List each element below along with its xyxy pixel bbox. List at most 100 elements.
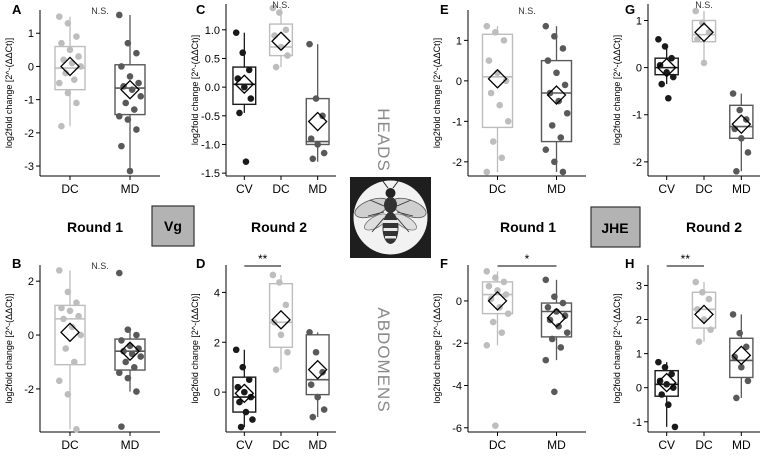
y-tick-label: -2 xyxy=(24,384,34,396)
data-point xyxy=(692,278,700,286)
data-point xyxy=(738,363,745,371)
group-dc: DC xyxy=(481,22,514,196)
abdomens-label: ABDOMENS xyxy=(374,307,393,412)
mean-diamond xyxy=(546,307,567,328)
data-point xyxy=(489,318,497,326)
significance-label: ** xyxy=(681,252,691,266)
data-point xyxy=(492,422,499,429)
group-dc: DC xyxy=(54,267,86,452)
y-axis-label: log2fold change [2^-(ΔΔCt)] xyxy=(4,38,14,148)
data-point xyxy=(68,59,76,67)
data-point xyxy=(483,342,491,349)
data-point xyxy=(236,398,243,406)
data-point xyxy=(269,271,277,279)
panel-letter: B xyxy=(12,256,21,271)
data-point xyxy=(544,303,552,311)
group-dc: DC xyxy=(481,268,514,452)
data-point xyxy=(249,416,256,423)
y-axis-label: log2fold change [2^-(ΔΔCt)] xyxy=(432,38,442,148)
data-point xyxy=(319,368,326,376)
significance-label: N.S. xyxy=(272,0,290,10)
mean-diamond xyxy=(694,304,714,325)
data-point xyxy=(58,122,65,130)
data-point xyxy=(744,377,752,385)
data-point xyxy=(126,167,134,175)
mean-diamond xyxy=(307,359,328,380)
data-point xyxy=(128,86,136,93)
data-point xyxy=(64,390,72,398)
data-point xyxy=(312,95,320,102)
data-point xyxy=(483,168,491,176)
data-point xyxy=(551,388,558,396)
data-point xyxy=(320,149,328,157)
data-point xyxy=(133,49,140,57)
data-point xyxy=(307,135,315,143)
y-tick-label: -0.5 xyxy=(201,111,220,123)
mean-diamond xyxy=(271,309,291,330)
mean-diamond xyxy=(487,291,508,311)
round2-left-label: Round 2 xyxy=(251,219,307,235)
mean-diamond xyxy=(546,85,567,105)
jhe-badge: JHE xyxy=(590,206,641,248)
y-axis-label: log2fold change [2^-(ΔΔCt)] xyxy=(4,293,14,403)
data-point xyxy=(551,158,558,166)
y-tick-label: 0.0 xyxy=(205,82,220,94)
data-point xyxy=(242,158,250,165)
data-point xyxy=(272,366,280,373)
data-point xyxy=(668,370,675,378)
data-point xyxy=(77,331,85,339)
data-point xyxy=(705,295,713,303)
data-point xyxy=(70,358,78,366)
data-point xyxy=(492,28,499,36)
group-dc: DC xyxy=(268,4,294,196)
mean-diamond xyxy=(271,31,291,52)
jhe-badge-label: JHE xyxy=(601,220,628,236)
significance-label: N.S. xyxy=(91,6,109,16)
data-point xyxy=(742,343,750,351)
data-point xyxy=(64,89,72,97)
data-point xyxy=(502,291,510,298)
group-dc: DC xyxy=(691,7,717,196)
data-point xyxy=(551,293,558,301)
data-point xyxy=(70,76,78,84)
data-point xyxy=(655,36,662,43)
mean-diamond xyxy=(656,57,677,78)
group-md: MD xyxy=(114,11,146,196)
y-tick-label: 2 xyxy=(636,315,642,327)
data-point xyxy=(307,381,315,388)
y-tick-label: 0 xyxy=(28,61,34,73)
data-point xyxy=(124,39,132,47)
data-point xyxy=(665,401,672,409)
data-point xyxy=(557,344,565,351)
data-point xyxy=(118,423,125,430)
x-tick-label: MD xyxy=(121,438,140,452)
data-point xyxy=(498,154,506,162)
data-point xyxy=(277,43,285,51)
data-point xyxy=(658,391,666,398)
data-point xyxy=(124,326,132,333)
group-cv: CV xyxy=(654,36,679,196)
round1-left-label: Round 1 xyxy=(67,219,123,235)
x-tick-label: DC xyxy=(61,182,79,196)
data-point xyxy=(232,29,240,36)
data-point xyxy=(124,116,132,123)
data-point xyxy=(124,374,132,382)
data-point xyxy=(733,167,740,175)
group-dc: DC xyxy=(268,271,294,452)
panel-letter: A xyxy=(12,2,22,17)
y-tick-label: 2 xyxy=(28,276,34,288)
data-point xyxy=(729,311,737,318)
data-point xyxy=(729,90,737,97)
group-md: MD xyxy=(540,276,573,452)
x-tick-label: MD xyxy=(732,438,751,452)
data-point xyxy=(559,168,567,176)
data-point xyxy=(66,307,74,315)
box xyxy=(654,369,679,397)
data-point xyxy=(64,288,72,296)
data-point xyxy=(237,423,245,431)
data-point xyxy=(282,26,290,34)
data-point xyxy=(736,329,743,337)
